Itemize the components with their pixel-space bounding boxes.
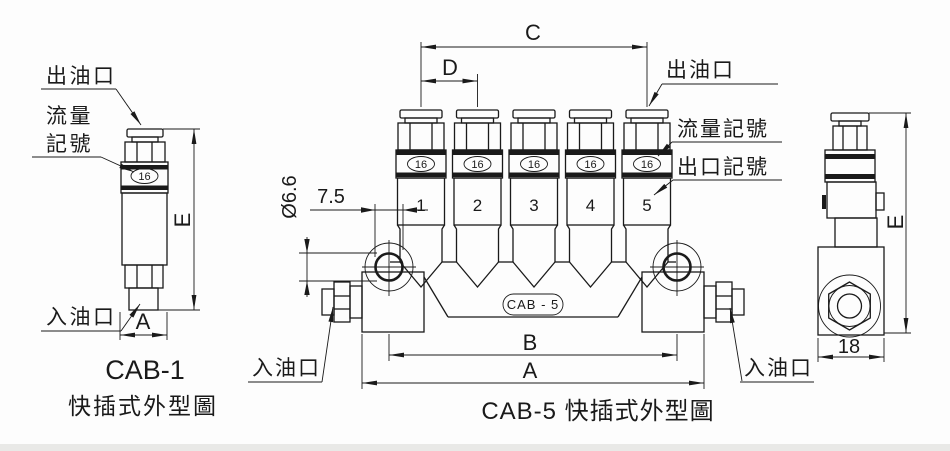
- cab1-flow-mark-label-line2: 記號: [46, 133, 93, 156]
- cab1-subtitle: 快插式外型圖: [68, 393, 218, 419]
- flow-mark-oval: [463, 156, 492, 172]
- cab5-inlet-right-label: 入油口: [744, 357, 813, 380]
- cab5-caption: CAB-5 快插式外型圖: [481, 398, 714, 425]
- side-view-outline: [817, 112, 885, 336]
- flow-mark-value: 16: [528, 159, 540, 171]
- flow-mark-oval: [520, 156, 548, 172]
- port-number: 4: [586, 196, 595, 215]
- cab1-dim-A-lines: [119, 312, 168, 340]
- cab1-figure: 16 E A 出油口 流量 記號 入油口 CAB-1 快插式外型圖: [32, 65, 218, 419]
- cab5-dim-offset-lines: [310, 204, 428, 257]
- cab1-dim-A-label: A: [136, 309, 151, 334]
- side-dim-18-lines: [817, 338, 885, 362]
- side-view-figure: E 18: [817, 112, 911, 362]
- cab5-outlet-port-label: 出油口: [666, 59, 735, 82]
- cab5-connector-4: 16 4: [564, 109, 617, 289]
- port-number: 3: [529, 196, 538, 215]
- cab1-title: CAB-1: [105, 355, 185, 385]
- cab5-inlet-left-leader: [321, 306, 334, 383]
- cab5-connector-3: 16 3: [508, 109, 560, 289]
- cab5-dim-C-label: C: [525, 20, 541, 45]
- cab5-manifold-body: [321, 261, 745, 333]
- cab5-dim-B-lines: [388, 334, 678, 361]
- cab1-dim-E-label: E: [170, 213, 195, 228]
- cab1-fitting-outline: [120, 128, 169, 311]
- flow-mark-value: 16: [641, 159, 653, 171]
- cab5-dim-A-lines: [361, 334, 705, 389]
- cab5-dim-B-label: B: [523, 330, 538, 355]
- cab5-dim-C-lines: [420, 42, 648, 107]
- side-inlet-end-view: [818, 274, 881, 338]
- flow-mark-oval: [633, 156, 661, 172]
- cab1-flow-leader: [100, 156, 135, 173]
- cab1-outlet-leader: [115, 88, 142, 126]
- cab1-flow-mark-oval: [130, 168, 159, 184]
- cab5-inlet-right-leader: [729, 307, 743, 382]
- offset-arrow-right: [403, 207, 417, 213]
- page-bottom-strip: [0, 444, 950, 451]
- cab5-figure: 16 1 16 2 16 3: [248, 20, 814, 425]
- side-band-bar-bottom: [825, 174, 875, 179]
- flow-mark-value: 16: [471, 159, 483, 171]
- cab5-dim-D-label: D: [442, 55, 458, 80]
- cab5-mounting-hole-right: [650, 240, 704, 296]
- hole-arrow-bottom: [304, 281, 310, 295]
- side-dim-18-label: 18: [838, 336, 860, 358]
- offset-arrow-left: [361, 207, 375, 213]
- cab5-flow-leader: [657, 141, 673, 157]
- cab5-body-tag: CAB - 5: [507, 297, 560, 312]
- cab1-flow-mark-label-line1: 流量: [46, 105, 93, 128]
- port-number: 5: [642, 196, 651, 215]
- port-number: 1: [416, 196, 425, 215]
- cab5-inlet-left-label: 入油口: [252, 357, 321, 380]
- cab5-flow-mark-label: 流量記號: [677, 118, 769, 141]
- port-number: 2: [473, 196, 482, 215]
- side-dim-E-lines: [869, 112, 911, 334]
- side-latch-detail: [822, 195, 826, 209]
- cab5-dim-D-lines: [421, 74, 478, 107]
- side-band-bar-top: [825, 154, 875, 159]
- hole-arrow-top: [304, 239, 310, 253]
- cab5-outlet-mark-label: 出口記號: [677, 156, 769, 179]
- flow-mark-value: 16: [415, 159, 427, 171]
- cab5-outlet-mark-leader: [653, 179, 674, 196]
- cab5-connector-1: 16 1: [395, 109, 447, 289]
- cab5-connector-2: 16 2: [451, 109, 504, 289]
- cab1-inlet-port-label: 入油口: [46, 306, 117, 329]
- flow-mark-oval: [576, 156, 605, 172]
- cab5-dim-offset-label: 7.5: [317, 186, 345, 208]
- cab1-outlet-port-label: 出油口: [46, 65, 117, 88]
- cab1-inlet-leader: [120, 303, 141, 332]
- cab1-band-bar-bottom: [121, 185, 168, 190]
- cab5-dim-hole-label: Ø6.6: [279, 175, 301, 218]
- cab5-body-tag-outline: [502, 293, 564, 316]
- flow-mark-oval: [407, 156, 435, 172]
- cab5-dim-A-label: A: [523, 358, 538, 383]
- flow-mark-value: 16: [584, 159, 596, 171]
- cab1-dim-E-lines: [158, 128, 200, 311]
- cab5-outlet-leader: [648, 83, 663, 107]
- cab1-band-bar-top: [121, 165, 168, 170]
- cab5-mounting-hole-left: [362, 240, 416, 296]
- cab1-flow-mark-value: 16: [138, 171, 150, 183]
- side-dim-E-label: E: [883, 215, 908, 230]
